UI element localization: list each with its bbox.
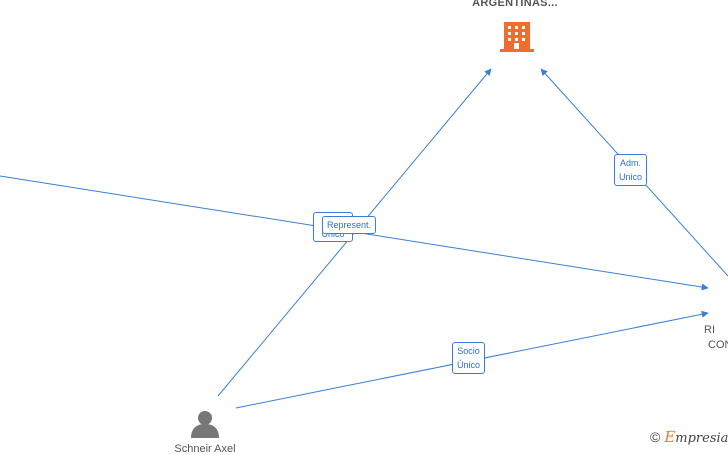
brand-logo-text: mpresia — [675, 431, 728, 446]
company-name[interactable]: ARGENTINAS... — [472, 0, 558, 9]
edge-label-represent: Represent. — [322, 216, 377, 234]
right-node-name-line1[interactable]: RI — [704, 324, 715, 336]
person-name[interactable]: Schneir Axel — [174, 443, 236, 455]
edge-label-unico-text: Unico — [321, 229, 345, 239]
right-node-name-line2[interactable]: CON — [708, 339, 728, 351]
building-icon[interactable] — [500, 22, 534, 52]
brand-logo-e: E — [664, 428, 676, 446]
edge-label-socio-unico: Socio Único — [452, 342, 486, 374]
edge-label-adm-unico: Adm. Unico — [614, 154, 648, 186]
copyright-symbol: © — [650, 429, 661, 445]
watermark: ©Empresia — [650, 428, 728, 446]
person-icon[interactable] — [191, 411, 219, 438]
